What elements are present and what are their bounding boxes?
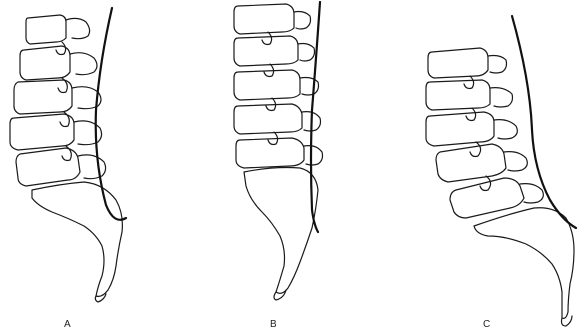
sacrum-coccyx-b [244, 168, 318, 301]
panel-label-b: B [270, 319, 277, 330]
posterior-line-a [96, 8, 126, 220]
panel-a: A [10, 8, 126, 330]
sacrum-coccyx-c [474, 208, 574, 326]
sacrum-coccyx-a [32, 182, 122, 302]
lumbar-vertebra-a-l5 [16, 148, 106, 186]
lumbar-vertebra-c-l2 [426, 80, 513, 121]
panel-c: C [426, 16, 576, 330]
panel-label-c: C [483, 319, 490, 330]
panel-b: B [234, 2, 323, 330]
lumbar-vertebra-c-l3 [426, 112, 517, 157]
lumbar-vertebra-b-l1 [234, 4, 311, 45]
posterior-line-c [512, 16, 576, 228]
lumbar-vertebra-c-l5 [450, 178, 543, 218]
lumbar-vertebra-c-l1 [428, 48, 507, 89]
lumbar-vertebra-b-l5 [236, 138, 323, 168]
panel-label-a: A [64, 319, 71, 330]
lumbar-vertebra-a-l3 [14, 80, 101, 127]
